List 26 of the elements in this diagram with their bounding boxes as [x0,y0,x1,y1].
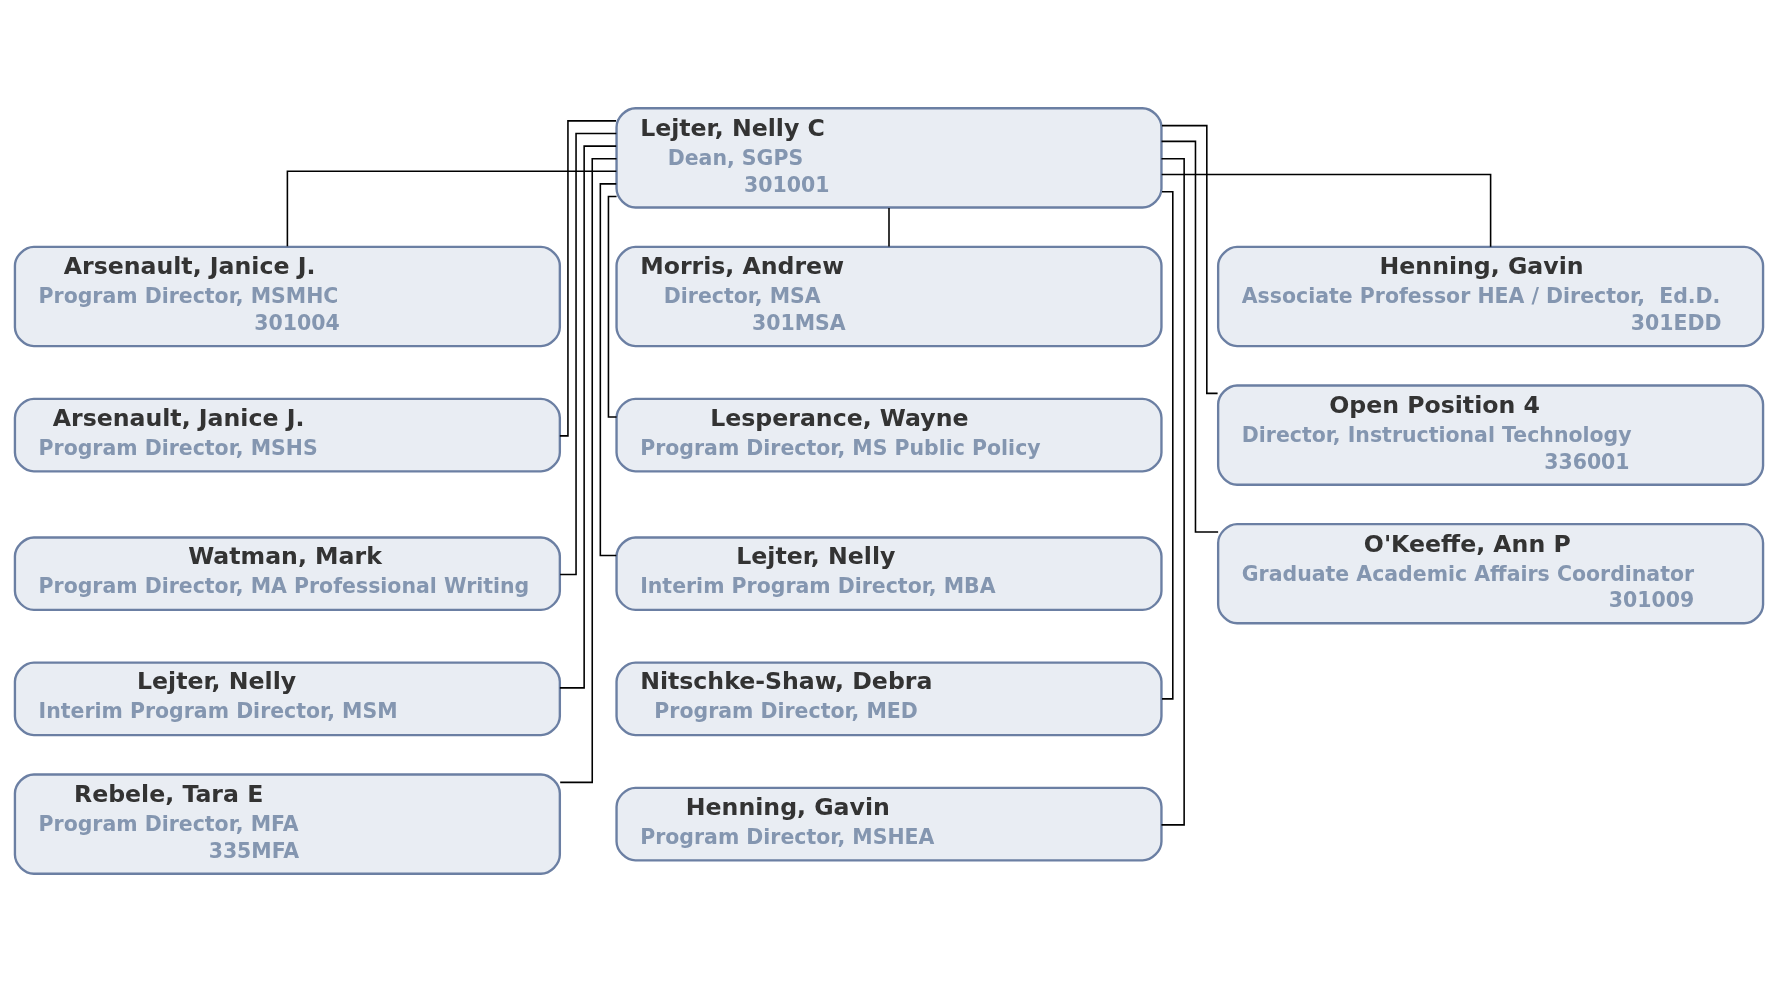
connector [888,206,890,247]
node-box: O'Keeffe, Ann P Graduate Academic Affairs Coordinator 301009 [1216,522,1765,624]
connector [286,170,618,247]
connector [1160,173,1492,248]
node-box: Morris, Andrew Director, MSA 301MSA [615,245,1163,347]
node-box: Henning, Gavin Program Director, MSHEA [615,786,1163,861]
node-box: Rebele, Tara E Program Director, MFA 335MFA [13,772,562,875]
connector [599,182,618,556]
connector [1161,124,1219,394]
connector [607,195,618,418]
node-box: Open Position 4 Director, Instructional Technology 336001 [1216,383,1765,486]
node-box: Lesperance, Wayne Program Director, MS Public Policy [615,397,1163,472]
node-box: Watman, Mark Program Director, MA Professional Writing [13,535,562,611]
node-box: Lejter, Nelly Interim Program Director, MBA [615,535,1163,611]
connector [559,157,618,783]
node-box: Henning, Gavin Associate Professor HEA / Director, Ed.D. 301EDD [1216,245,1765,347]
node-box: Lejter, Nelly Interim Program Director, MSM [13,661,562,736]
connector [1161,190,1174,700]
node-box: Arsenault, Janice J. Program Director, MSHS [13,397,562,472]
connector [559,119,617,437]
node-box: Nitschke-Shaw, Debra Program Director, MED [615,661,1163,736]
node-box: Arsenault, Janice J. Program Director, MSMHC 301004 [13,245,562,347]
node-box: Lejter, Nelly C Dean, SGPS 301001 [615,106,1163,209]
connector [1160,140,1219,533]
connector [559,144,617,689]
connector [559,132,618,575]
